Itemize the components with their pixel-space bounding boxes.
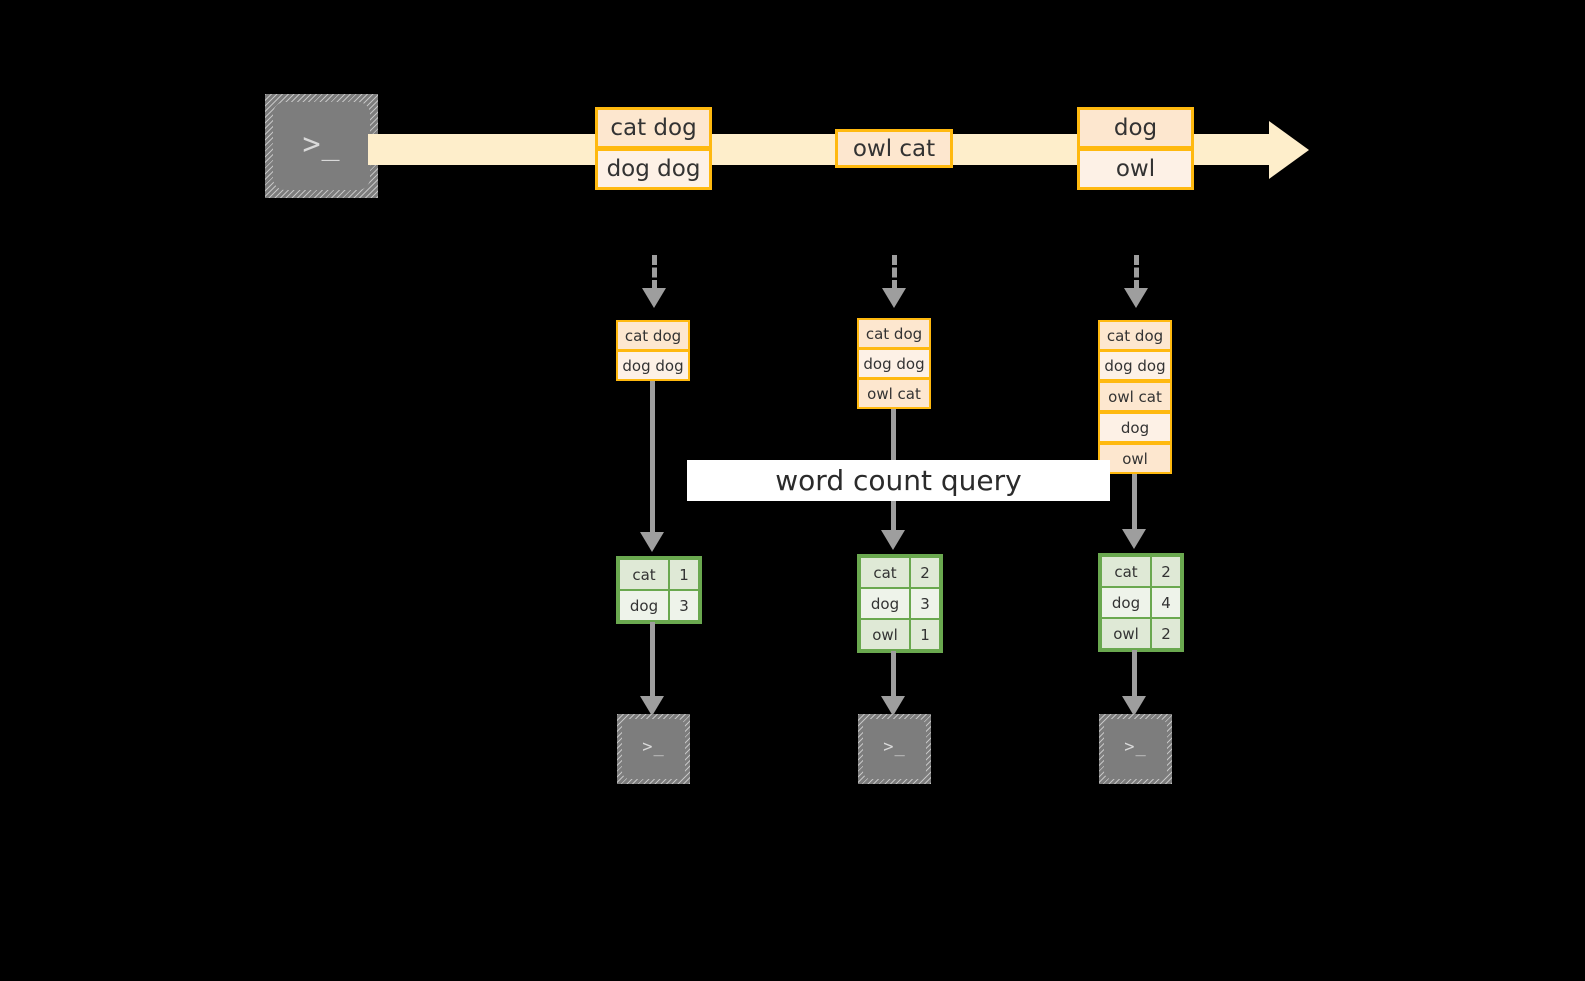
table-cell-count: 2	[1152, 557, 1180, 586]
sink-flow-line	[1132, 650, 1137, 698]
snapshot-buffer-record: cat dog	[616, 320, 690, 351]
sink-flow-arrowhead	[640, 696, 664, 716]
stream-tap-arrowhead	[1124, 288, 1148, 308]
table-cell-word: dog	[861, 589, 909, 618]
snapshot-buffer-record: owl cat	[857, 378, 931, 409]
sink-flow-arrowhead	[1122, 696, 1146, 716]
table-row: cat 1	[620, 560, 698, 589]
stream-record: cat dog	[595, 107, 712, 149]
sink-flow-line	[650, 622, 655, 698]
table-row: dog 3	[620, 591, 698, 620]
table-cell-count: 3	[911, 589, 939, 618]
snapshot-buffer-record: dog dog	[1098, 350, 1172, 381]
terminal-screen: >_	[863, 719, 926, 779]
snapshot-buffer-record: dog	[1098, 412, 1172, 443]
terminal-screen: >_	[273, 102, 370, 190]
sink-terminal-icon: >_	[858, 714, 931, 784]
query-flow-arrowhead	[1122, 529, 1146, 549]
terminal-prompt-glyph: >_	[1124, 737, 1147, 757]
stream-record: owl	[1077, 148, 1194, 190]
query-flow-arrowhead	[640, 532, 664, 552]
table-row: cat 2	[1102, 557, 1180, 586]
result-table: cat 2 dog 3 owl 1	[857, 554, 943, 653]
stream-record: dog dog	[595, 148, 712, 190]
table-row: owl 1	[861, 620, 939, 649]
table-cell-word: cat	[1102, 557, 1150, 586]
table-row: dog 4	[1102, 588, 1180, 617]
stream-tap-line	[892, 255, 897, 290]
result-table: cat 2 dog 4 owl 2	[1098, 553, 1184, 652]
stream-beam-arrowhead	[1269, 121, 1309, 179]
snapshot-buffer-record: cat dog	[857, 318, 931, 349]
table-cell-word: cat	[620, 560, 668, 589]
stream-record: owl cat	[835, 129, 953, 168]
table-cell-word: owl	[1102, 619, 1150, 648]
stream-source-terminal-icon: >_	[265, 94, 378, 198]
snapshot-buffer-record: owl	[1098, 443, 1172, 474]
stream-tap-line	[652, 255, 657, 290]
stream-tap-line	[1134, 255, 1139, 290]
terminal-screen: >_	[622, 719, 685, 779]
result-table: cat 1 dog 3	[616, 556, 702, 624]
table-cell-count: 4	[1152, 588, 1180, 617]
table-row: owl 2	[1102, 619, 1180, 648]
table-cell-count: 3	[670, 591, 698, 620]
table-cell-word: cat	[861, 558, 909, 587]
terminal-prompt-glyph: >_	[642, 737, 665, 757]
snapshot-buffer-record: cat dog	[1098, 320, 1172, 351]
stream-tap-arrowhead	[642, 288, 666, 308]
query-flow-line	[650, 381, 655, 534]
stream-record: dog	[1077, 107, 1194, 149]
query-flow-line	[1132, 474, 1137, 531]
table-row: cat 2	[861, 558, 939, 587]
table-cell-word: dog	[1102, 588, 1150, 617]
terminal-screen: >_	[1104, 719, 1167, 779]
snapshot-buffer-record: owl cat	[1098, 381, 1172, 412]
terminal-prompt-glyph: >_	[883, 737, 906, 757]
sink-terminal-icon: >_	[1099, 714, 1172, 784]
table-row: dog 3	[861, 589, 939, 618]
stream-tap-arrowhead	[882, 288, 906, 308]
table-cell-word: dog	[620, 591, 668, 620]
terminal-prompt-glyph: >_	[302, 126, 341, 162]
query-flow-arrowhead	[881, 530, 905, 550]
table-cell-word: owl	[861, 620, 909, 649]
table-cell-count: 2	[911, 558, 939, 587]
table-cell-count: 1	[911, 620, 939, 649]
sink-flow-line	[891, 651, 896, 698]
table-cell-count: 2	[1152, 619, 1180, 648]
snapshot-buffer-record: dog dog	[857, 348, 931, 379]
query-label: word count query	[687, 460, 1110, 501]
sink-terminal-icon: >_	[617, 714, 690, 784]
snapshot-buffer-record: dog dog	[616, 350, 690, 381]
table-cell-count: 1	[670, 560, 698, 589]
sink-flow-arrowhead	[881, 696, 905, 716]
